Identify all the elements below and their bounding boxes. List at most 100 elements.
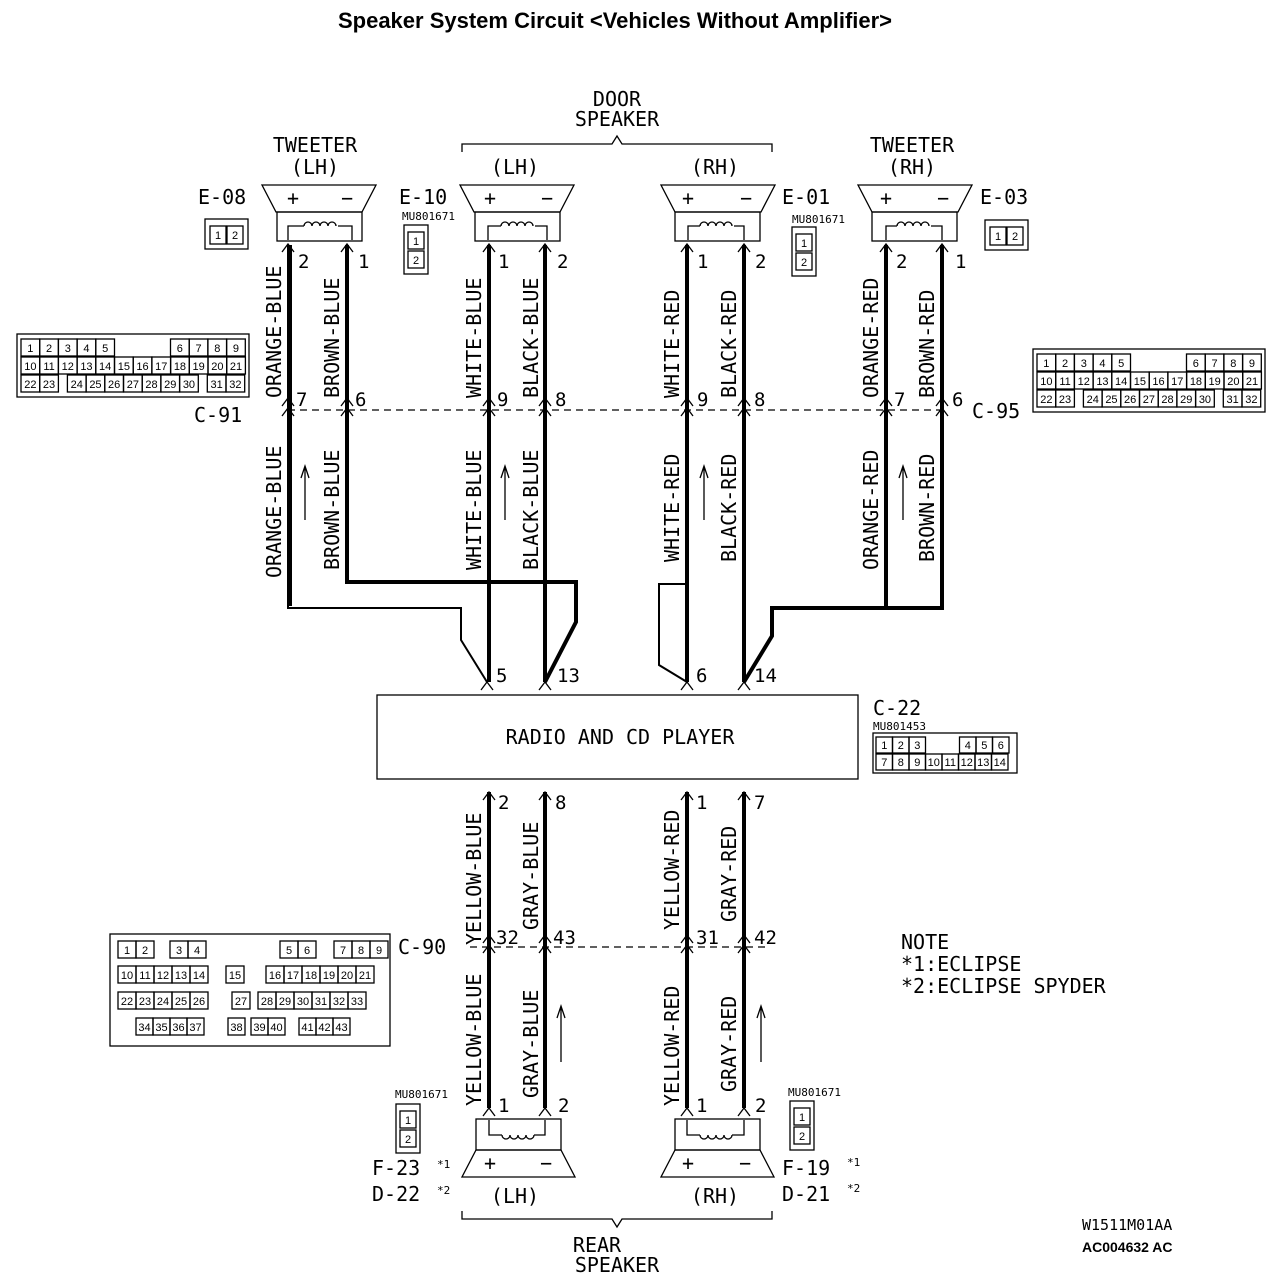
pin-label: 2 xyxy=(755,251,766,273)
svg-text:1: 1 xyxy=(801,238,807,250)
pin-cell-number: 38 xyxy=(230,1022,242,1034)
pin-cell-number: 3 xyxy=(65,343,71,355)
note-mark-2: *2 xyxy=(437,1184,450,1197)
radio-lower-arrowheads xyxy=(482,790,751,801)
pin-cell-number: 23 xyxy=(1059,394,1071,406)
drawing-code: W1511M01AA xyxy=(1082,1216,1172,1234)
pin-cell-number: 11 xyxy=(1059,376,1070,388)
pin-cell-number: 18 xyxy=(174,361,186,373)
radio-cd-player-label: RADIO AND CD PLAYER xyxy=(506,725,736,749)
pin-cell-number: 12 xyxy=(62,361,74,373)
pin-cell-number: 11 xyxy=(43,361,54,373)
terminal-arrowheads-top xyxy=(281,242,949,253)
tweeter-rh-speaker: + − xyxy=(856,184,974,242)
pin-cell xyxy=(297,940,317,959)
pin-cell xyxy=(1055,389,1076,408)
signal-arrow-up xyxy=(898,463,908,520)
pin-label: 1 xyxy=(358,251,369,273)
pin-cell-number: 25 xyxy=(175,996,187,1008)
pin-cell-number: 16 xyxy=(269,970,281,982)
pin-label: 1 xyxy=(696,1095,707,1117)
pin-cell xyxy=(226,356,247,375)
rear-speaker-lh: + − xyxy=(460,1118,577,1178)
pin-cell-number: 17 xyxy=(155,361,167,373)
pin-label: 1 xyxy=(498,1095,509,1117)
svg-text:−: − xyxy=(740,186,752,210)
tweeter-lh-label-1: TWEETER xyxy=(273,133,358,157)
pin-cell-number: 9 xyxy=(233,343,239,355)
pin-cell-number: 11 xyxy=(945,757,956,769)
pin-cell xyxy=(135,940,155,959)
connector-c91-label: C-91 xyxy=(194,403,242,427)
pin-cell-number: 32 xyxy=(229,379,241,391)
pin-cell-number: 34 xyxy=(138,1022,150,1034)
pin-cell-number: 20 xyxy=(341,970,353,982)
pin-cell-number: 30 xyxy=(1199,394,1211,406)
pin-label: 7 xyxy=(894,389,905,411)
wire-label: BROWN-BLUE xyxy=(320,278,344,398)
pin-cell-number: 4 xyxy=(194,945,200,957)
rear-terminal-arrowheads xyxy=(482,1106,751,1117)
pin-cell-number: 8 xyxy=(358,945,364,957)
pin-cell-number: 24 xyxy=(157,996,169,1008)
pin-cell xyxy=(227,1017,246,1036)
svg-text:1: 1 xyxy=(413,236,419,248)
pin-cell-number: 29 xyxy=(279,996,291,1008)
f23-part-number: MU801671 xyxy=(395,1088,448,1101)
connector-f19-label: F-19 xyxy=(782,1156,830,1180)
svg-text:2: 2 xyxy=(799,1131,805,1143)
pin-cell-number: 22 xyxy=(1040,394,1052,406)
svg-text:2: 2 xyxy=(232,230,238,242)
radio-terminal-arrowheads xyxy=(480,680,751,691)
pin-cell-number: 29 xyxy=(164,379,176,391)
pin-cell-number: 7 xyxy=(340,945,346,957)
pin-cell xyxy=(369,940,389,959)
pin-cell-number: 2 xyxy=(142,945,148,957)
pin-cell-number: 7 xyxy=(1211,358,1217,370)
connector-e03-label: E-03 xyxy=(980,185,1028,209)
pin-cell-number: 25 xyxy=(89,379,101,391)
connector-c22-label: C-22 xyxy=(873,696,921,720)
pin-label: 2 xyxy=(557,251,568,273)
pin-cell-number: 31 xyxy=(315,996,327,1008)
door-speaker-label-2: SPEAKER xyxy=(575,107,660,131)
f23-connector-icon: 12 xyxy=(395,1103,421,1154)
pin-cell-number: 32 xyxy=(333,996,345,1008)
pin-cell xyxy=(225,965,245,984)
pin-cell-number: 5 xyxy=(1118,358,1124,370)
pin-cell-number: 14 xyxy=(994,757,1006,769)
wire-label: GRAY-RED xyxy=(717,996,741,1092)
pin-cell xyxy=(225,338,246,357)
pin-cell-number: 2 xyxy=(1062,358,1068,370)
rear-speaker-rh: + − xyxy=(659,1118,776,1178)
tweeter-rh-label-1: TWEETER xyxy=(870,133,955,157)
wire-label: BROWN-RED xyxy=(915,454,939,562)
wire-label: WHITE-RED xyxy=(660,454,684,562)
pin-cell-number: 13 xyxy=(977,757,989,769)
wire-label: WHITE-BLUE xyxy=(462,278,486,398)
note-line-1: *1:ECLIPSE xyxy=(901,952,1021,976)
pin-label: 2 xyxy=(298,251,309,273)
pin-label: 1 xyxy=(498,251,509,273)
pin-label: 9 xyxy=(497,389,508,411)
connector-c90-label: C-90 xyxy=(398,935,446,959)
pin-cell-number: 36 xyxy=(172,1022,184,1034)
pin-cell-number: 42 xyxy=(318,1022,330,1034)
wire-label: ORANGE-RED xyxy=(859,278,883,398)
pin-cell-number: 5 xyxy=(981,740,987,752)
door-speaker-lh: + − xyxy=(458,184,576,242)
svg-text:+: + xyxy=(682,186,694,210)
pin-cell-number: 14 xyxy=(193,970,205,982)
wire-label: GRAY-BLUE xyxy=(519,990,543,1098)
pin-cell-number: 20 xyxy=(1227,376,1239,388)
pin-cell xyxy=(225,374,246,393)
pin-cell-number: 19 xyxy=(323,970,335,982)
pin-cell-number: 10 xyxy=(121,970,133,982)
door-speaker-rh-label: (RH) xyxy=(691,155,739,179)
pin-cell-number: 21 xyxy=(359,970,371,982)
note-mark-2: *2 xyxy=(847,1182,860,1195)
pin-cell xyxy=(1111,353,1132,372)
pin-cell-number: 1 xyxy=(881,740,887,752)
wire-brown-blue xyxy=(345,245,578,683)
